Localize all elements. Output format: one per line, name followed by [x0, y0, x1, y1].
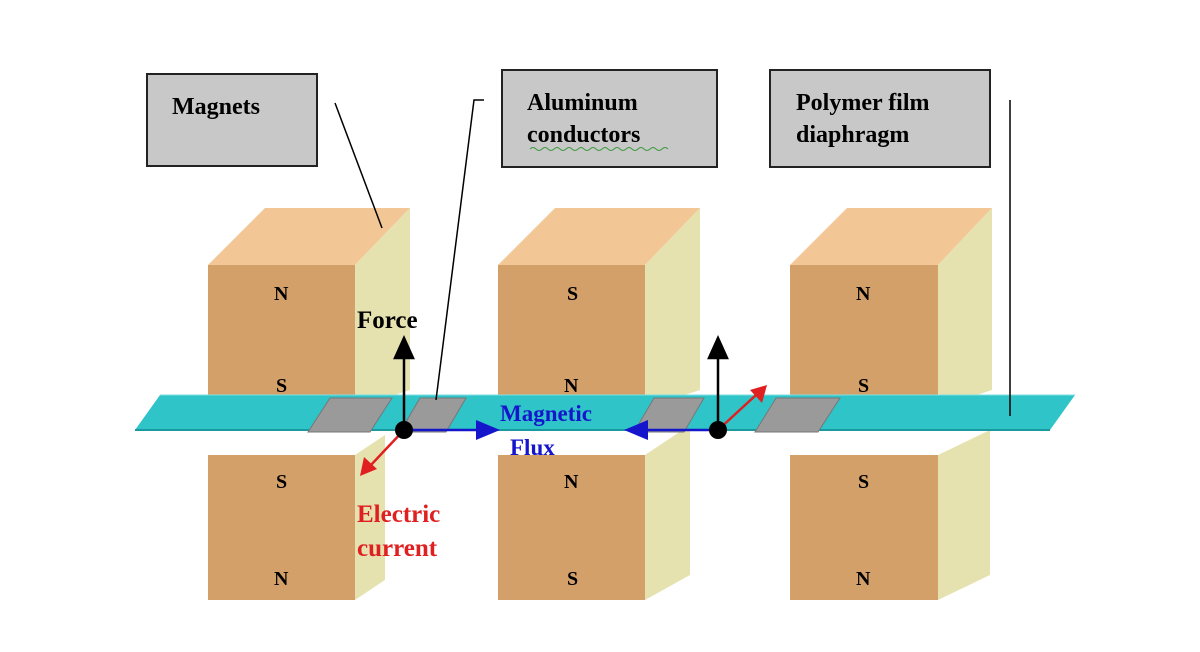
pole-labels: N S S N S N N S N S S N [274, 283, 871, 590]
spellcheck-underline [529, 147, 669, 151]
magnet-middle-lower [498, 425, 690, 600]
flux-arrowhead-right [624, 420, 648, 440]
polymer-label-box: Polymer film diaphragm [769, 69, 991, 168]
pole-left-lower-top: S [276, 471, 287, 493]
current-arrowhead-left [360, 457, 377, 476]
force-arrowhead-left [393, 334, 415, 360]
aluminum-label-line2: conductors [527, 122, 640, 148]
aluminum-label-line1: Aluminum [527, 90, 638, 116]
flux-label-line1: Magnetic [500, 401, 592, 426]
flux-arrows [404, 420, 718, 440]
pole-left-upper-bottom: S [276, 375, 287, 397]
leader-lines [334, 99, 1011, 416]
pole-mid-upper-bottom: N [564, 375, 579, 397]
force-arrows [393, 334, 729, 430]
magnet-left-upper [208, 208, 410, 408]
aluminum-leader-line [435, 99, 484, 401]
conductor-dot-left [395, 421, 413, 439]
magnets-label: Magnets [172, 94, 260, 120]
pole-right-lower-bottom: N [856, 568, 871, 590]
magnet-right-upper [790, 208, 992, 408]
flux-arrowhead-left [476, 420, 500, 440]
force-arrowhead-right [707, 334, 729, 360]
pole-right-upper-top: N [856, 283, 871, 305]
pole-right-lower-top: S [858, 471, 869, 493]
aluminum-conductors [307, 397, 841, 433]
polymer-label-line2: diaphragm [796, 122, 909, 148]
magnet-left-lower [208, 435, 385, 600]
conductor-dot-right [709, 421, 727, 439]
magnet-right-lower [790, 430, 990, 600]
current-arrowhead-right [750, 385, 767, 403]
current-label-line1: Electric [357, 501, 440, 528]
pole-mid-upper-top: S [567, 283, 578, 305]
aluminum-label-box: Aluminum conductors [501, 69, 718, 168]
magnets-leader-line [334, 102, 383, 229]
polymer-label-line1: Polymer film [796, 90, 930, 116]
current-label-line2: current [357, 535, 438, 562]
pole-mid-lower-bottom: S [567, 568, 578, 590]
pole-right-upper-bottom: S [858, 375, 869, 397]
flux-label-line2: Flux [510, 435, 555, 460]
polymer-film-diaphragm [135, 394, 1075, 431]
pole-left-lower-bottom: N [274, 568, 289, 590]
pole-mid-lower-top: N [564, 471, 579, 493]
magnet-middle-upper [498, 208, 700, 408]
force-label: Force [357, 307, 418, 334]
magnets-label-box: Magnets [146, 73, 318, 167]
pole-left-upper-top: N [274, 283, 289, 305]
